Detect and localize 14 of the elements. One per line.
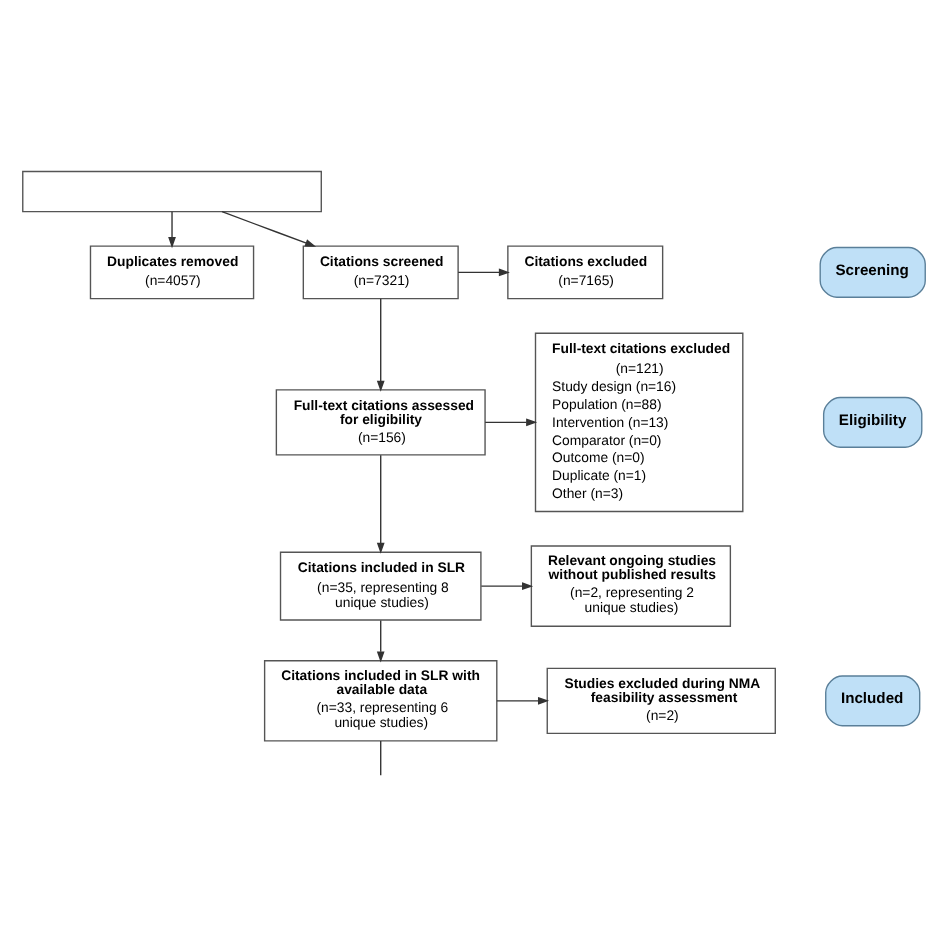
connector: [380, 740, 382, 776]
node-box: Included: [825, 675, 921, 727]
arrow: [376, 619, 385, 663]
arrow: [457, 268, 510, 277]
arrow: [496, 696, 550, 705]
node-box: [22, 170, 322, 213]
node-box: Screening: [819, 246, 926, 298]
arrow: [221, 210, 317, 247]
arrow: [376, 298, 385, 392]
arrow: [480, 582, 534, 590]
arrow: [484, 418, 538, 427]
arrow: [168, 211, 176, 249]
arrow: [376, 454, 385, 554]
node-box: Eligibility: [822, 396, 923, 448]
